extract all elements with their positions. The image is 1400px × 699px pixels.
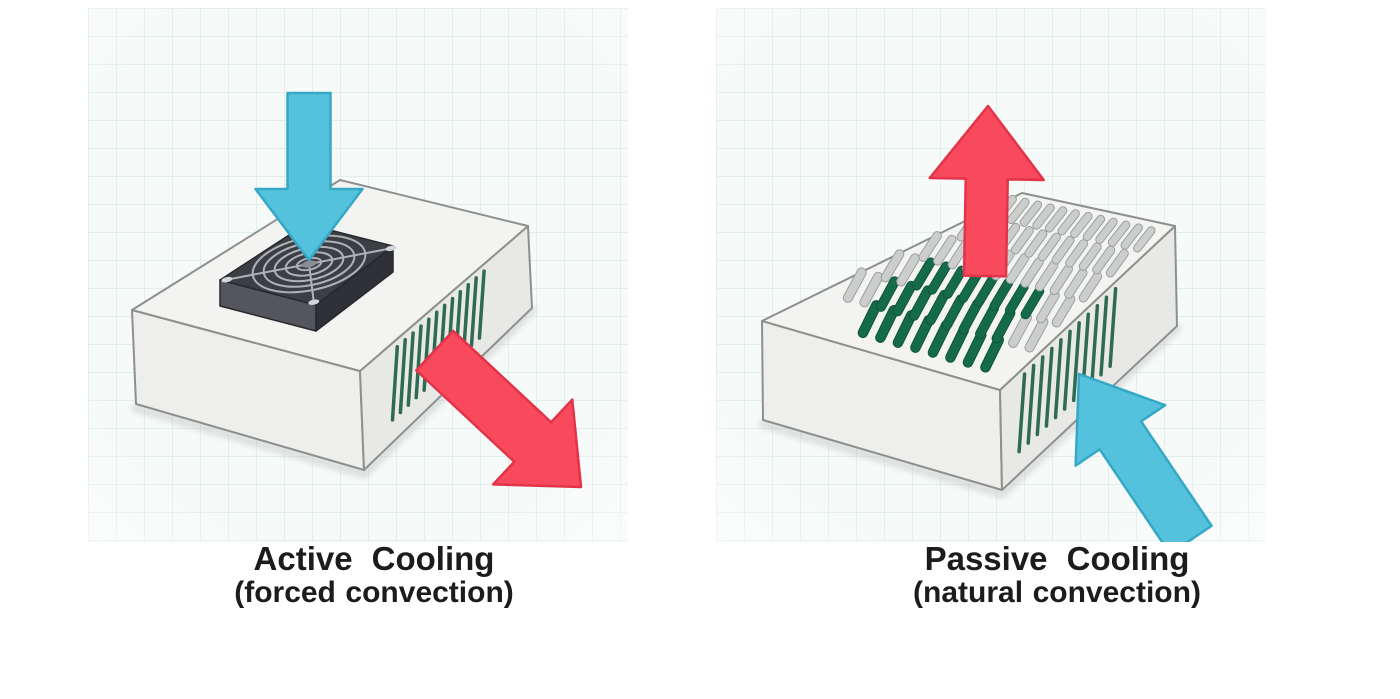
passive-cooling-caption: Passive Cooling (natural convection) — [913, 540, 1201, 610]
active-cooling-caption: Active Cooling (forced convection) — [234, 540, 514, 610]
active-cooling-panel — [88, 8, 628, 542]
passive-cooling-panel — [716, 8, 1266, 542]
exhaust-air-arrow — [928, 104, 1045, 278]
fan-grille — [219, 222, 399, 306]
active-cooling-title: Active Cooling — [253, 540, 495, 577]
passive-cooling-title: Passive Cooling — [924, 540, 1190, 577]
passive-cooling-illustration — [716, 8, 1266, 542]
exhaust-air-arrow — [415, 329, 583, 489]
intake-air-arrow — [254, 91, 364, 262]
passive-cooling-subtitle: (natural convection) — [913, 576, 1201, 609]
active-cooling-subtitle: (forced convection) — [234, 576, 514, 609]
active-cooling-illustration — [88, 8, 628, 542]
intake-air-arrow — [1074, 372, 1213, 542]
